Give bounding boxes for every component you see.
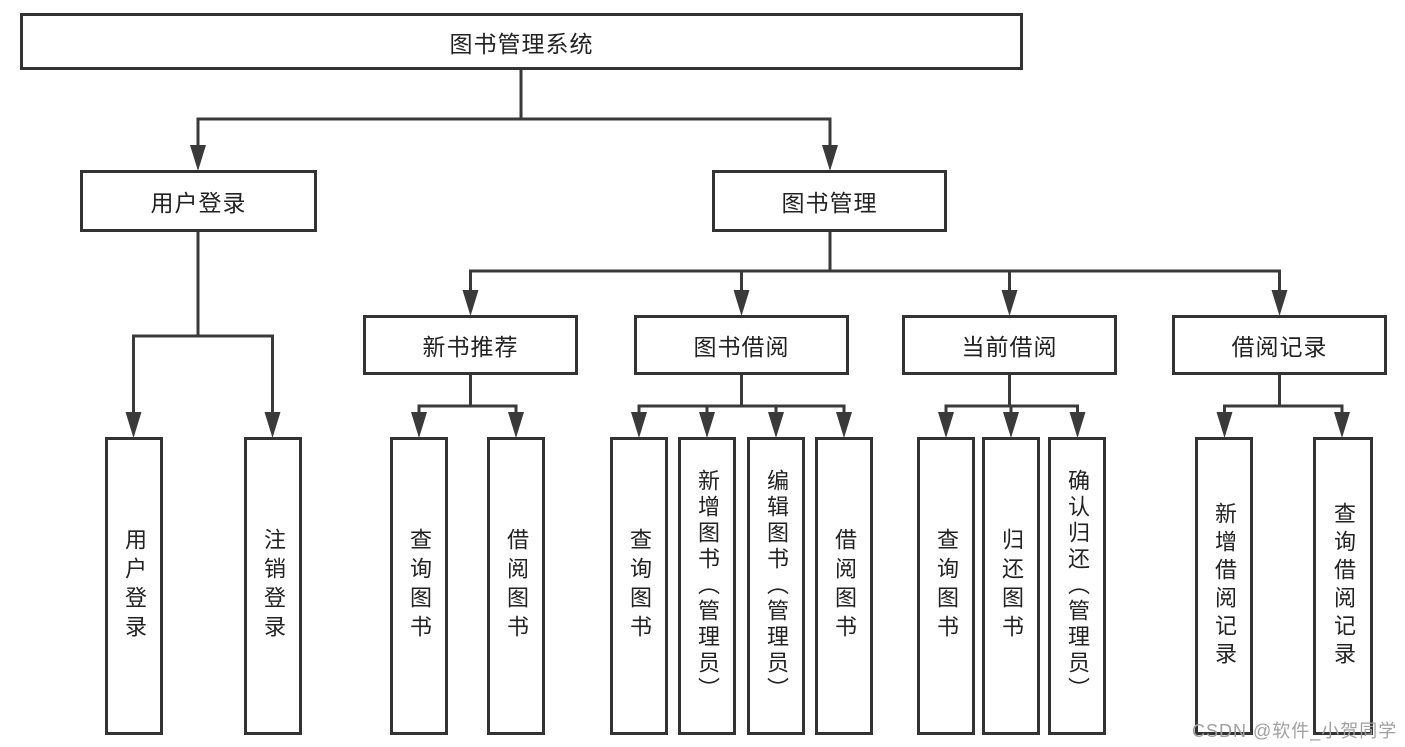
node-user-login-group: 用户登录 [80, 170, 317, 232]
node-borrowing-records: 借阅记录 [1172, 315, 1387, 375]
node-add-books-admin: 新增图书（管理员） [678, 437, 736, 735]
node-library-management-system: 图书管理系统 [20, 13, 1023, 70]
watermark: CSDN @软件_小贺同学 [1192, 721, 1398, 741]
node-current-borrowing: 当前借阅 [902, 315, 1117, 375]
node-confirm-return-admin: 确认归还（管理员） [1048, 437, 1106, 735]
node-query-borrow-record: 查询借阅记录 [1313, 437, 1373, 735]
node-book-management: 图书管理 [712, 170, 947, 232]
node-query-books-borrow: 查询图书 [610, 437, 668, 735]
node-add-borrow-record: 新增借阅记录 [1195, 437, 1253, 735]
node-return-books: 归还图书 [982, 437, 1040, 735]
node-new-book-recommend: 新书推荐 [363, 315, 578, 375]
arrowheads [125, 145, 1350, 438]
node-query-books-newbook: 查询图书 [390, 437, 448, 735]
node-borrow-books-borrow: 借阅图书 [815, 437, 873, 735]
node-logout: 注销登录 [244, 437, 302, 735]
node-edit-books-admin: 编辑图书（管理员） [747, 437, 805, 735]
node-user-login: 用户登录 [105, 437, 163, 735]
node-query-books-current: 查询图书 [917, 437, 975, 735]
node-book-borrowing: 图书借阅 [634, 315, 849, 375]
node-borrow-books-newbook: 借阅图书 [487, 437, 545, 735]
